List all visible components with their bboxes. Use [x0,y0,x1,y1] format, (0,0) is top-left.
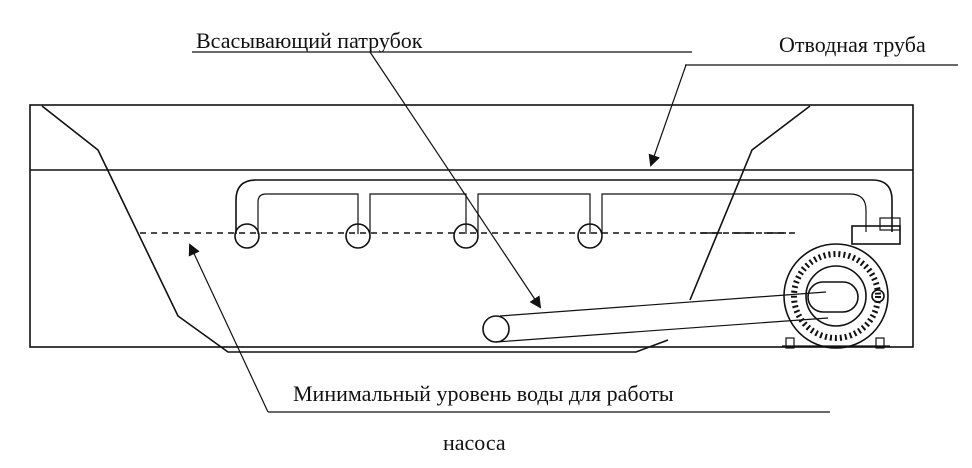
min-level-arrow [188,243,269,413]
label-suction-nozzle: Всасывающий патрубок [196,28,423,53]
suction-inlet-1 [234,223,260,249]
bathtub-bowl-right [689,105,811,301]
manifold-pipe [235,179,893,234]
suction-inlet-4 [577,223,603,249]
manifold-pipe-inner [257,193,867,234]
suction-nozzle-arrow [369,51,542,309]
pump-icon [782,217,901,349]
bathtub-rim [29,104,914,348]
leader-lines [188,51,958,413]
outlet-pipe-arrow [648,64,687,167]
bathtub-bowl [41,105,669,353]
suction-manifold [234,179,893,249]
label-min-water-level-2: насоса [443,430,506,455]
label-outlet-pipe: Отводная труба [779,32,926,57]
suction-line-to-pump [495,291,829,343]
bathtub [29,104,914,353]
suction-nozzle [482,315,510,343]
suction-inlet-2 [345,223,371,249]
suction-inlet-3 [453,223,479,249]
label-min-water-level-1: Минимальный уровень воды для работы [293,381,674,406]
